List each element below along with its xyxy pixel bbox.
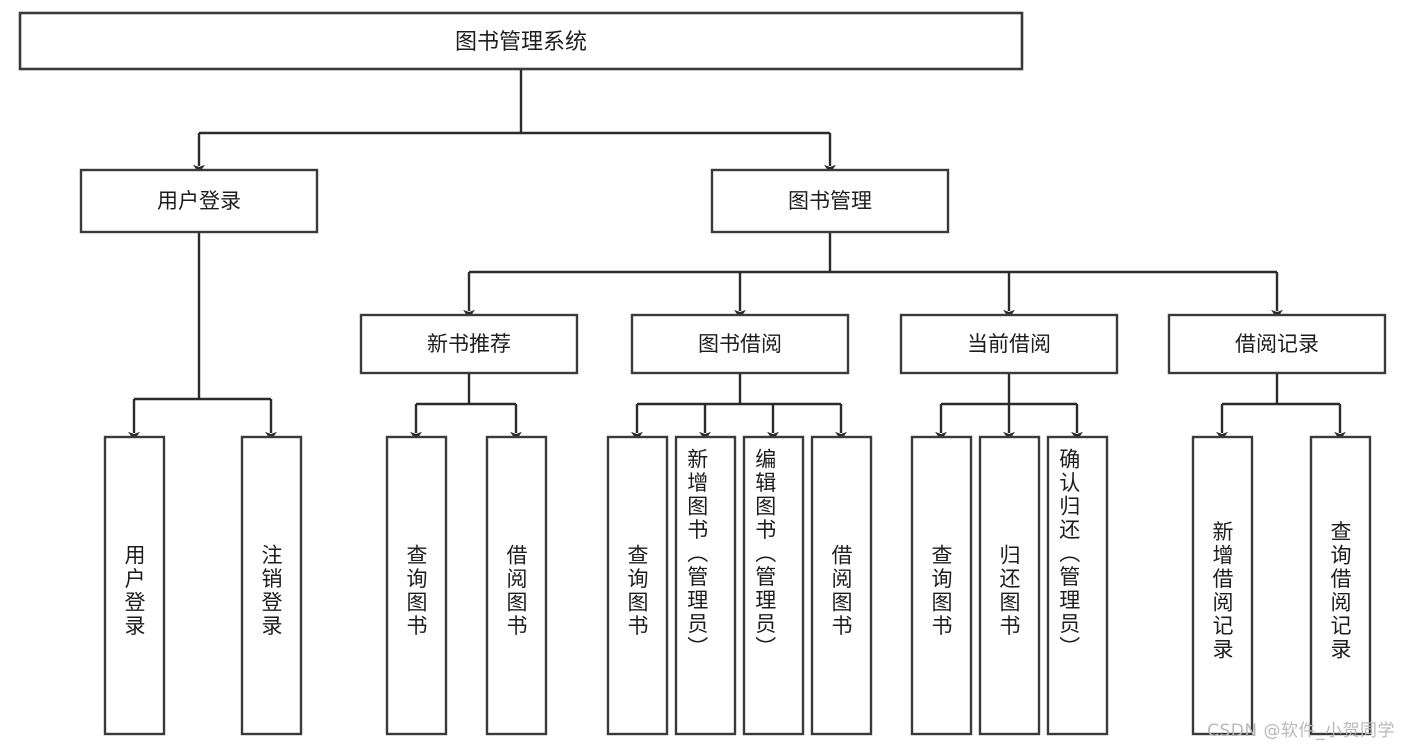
node-user-login-label: 用户登录 bbox=[157, 189, 241, 213]
leaf-logout-login-box[interactable] bbox=[240, 435, 303, 736]
leaf-query-book-1-label: 查询图书 bbox=[404, 544, 428, 638]
leaf-logout-login[interactable]: 注销登录 bbox=[240, 435, 303, 736]
leaf-borrow-book-1[interactable]: 借阅图书 bbox=[485, 435, 548, 736]
leaf-add-record-label: 新增借阅记录 bbox=[1210, 521, 1234, 662]
node-root-box[interactable] bbox=[18, 11, 1024, 71]
node-book-management-box[interactable] bbox=[710, 168, 950, 234]
leaf-query-book-1[interactable]: 查询图书 bbox=[385, 435, 448, 736]
leaf-query-book-3[interactable]: 查询图书 bbox=[910, 435, 973, 736]
leaf-confirm-return-label: 确认归还（管理员） bbox=[1057, 448, 1081, 660]
connectors bbox=[128, 69, 1346, 441]
node-book-borrow-label: 图书借阅 bbox=[698, 332, 782, 356]
node-borrow-record-box[interactable] bbox=[1167, 313, 1387, 375]
leaf-borrow-book-1-label: 借阅图书 bbox=[504, 544, 528, 638]
leaf-query-record-box[interactable] bbox=[1309, 435, 1372, 736]
leaf-confirm-return-box[interactable] bbox=[1046, 435, 1109, 736]
node-book-borrow[interactable]: 图书借阅 bbox=[630, 313, 850, 375]
node-new-book-recommend-box[interactable] bbox=[359, 313, 579, 375]
leaf-add-record-box[interactable] bbox=[1191, 435, 1254, 736]
node-book-borrow-box[interactable] bbox=[630, 313, 850, 375]
leaf-add-book-box[interactable] bbox=[674, 435, 737, 736]
node-current-borrow[interactable]: 当前借阅 bbox=[899, 313, 1119, 375]
leaf-borrow-book-2-label: 借阅图书 bbox=[829, 544, 853, 638]
leaf-user-login[interactable]: 用户登录 bbox=[103, 435, 166, 736]
leaf-add-book-label: 新增图书（管理员） bbox=[685, 448, 709, 660]
leaf-borrow-book-1-box[interactable] bbox=[485, 435, 548, 736]
leaf-return-book[interactable]: 归还图书 bbox=[978, 435, 1041, 736]
leaf-query-book-3-label: 查询图书 bbox=[929, 544, 953, 638]
leaf-borrow-book-2-box[interactable] bbox=[810, 435, 873, 736]
node-current-borrow-label: 当前借阅 bbox=[967, 332, 1051, 356]
leaf-return-book-label: 归还图书 bbox=[997, 544, 1021, 638]
node-root-label: 图书管理系统 bbox=[455, 30, 587, 55]
node-borrow-record-label: 借阅记录 bbox=[1235, 332, 1319, 356]
node-book-management-label: 图书管理 bbox=[788, 189, 872, 213]
leaf-confirm-return[interactable]: 确认归还（管理员） bbox=[1046, 435, 1109, 736]
leaf-edit-book[interactable]: 编辑图书（管理员） bbox=[742, 435, 805, 736]
leaf-query-book-2-box[interactable] bbox=[606, 435, 669, 736]
leaf-edit-book-box[interactable] bbox=[742, 435, 805, 736]
leaf-logout-login-label: 注销登录 bbox=[259, 544, 283, 638]
leaf-user-login-box[interactable] bbox=[103, 435, 166, 736]
node-new-book-recommend-label: 新书推荐 bbox=[427, 332, 511, 356]
csdn-watermark: CSDN @软件_小贺同学 bbox=[1207, 721, 1395, 741]
node-new-book-recommend[interactable]: 新书推荐 bbox=[359, 313, 579, 375]
node-book-management[interactable]: 图书管理 bbox=[710, 168, 950, 234]
leaf-query-record-label: 查询借阅记录 bbox=[1328, 521, 1352, 662]
leaf-query-book-2-label: 查询图书 bbox=[625, 544, 649, 638]
leaf-add-record[interactable]: 新增借阅记录 bbox=[1191, 435, 1254, 736]
leaf-query-record[interactable]: 查询借阅记录 bbox=[1309, 435, 1372, 736]
node-current-borrow-box[interactable] bbox=[899, 313, 1119, 375]
leaf-query-book-1-box[interactable] bbox=[385, 435, 448, 736]
leaf-user-login-label: 用户登录 bbox=[122, 544, 146, 638]
leaf-query-book-3-box[interactable] bbox=[910, 435, 973, 736]
node-borrow-record[interactable]: 借阅记录 bbox=[1167, 313, 1387, 375]
node-root[interactable]: 图书管理系统 bbox=[18, 11, 1024, 71]
node-user-login[interactable]: 用户登录 bbox=[79, 168, 319, 234]
node-user-login-box[interactable] bbox=[79, 168, 319, 234]
leaf-query-book-2[interactable]: 查询图书 bbox=[606, 435, 669, 736]
leaf-add-book[interactable]: 新增图书（管理员） bbox=[674, 435, 737, 736]
leaf-edit-book-label: 编辑图书（管理员） bbox=[753, 448, 777, 660]
leaf-borrow-book-2[interactable]: 借阅图书 bbox=[810, 435, 873, 736]
leaf-return-book-box[interactable] bbox=[978, 435, 1041, 736]
